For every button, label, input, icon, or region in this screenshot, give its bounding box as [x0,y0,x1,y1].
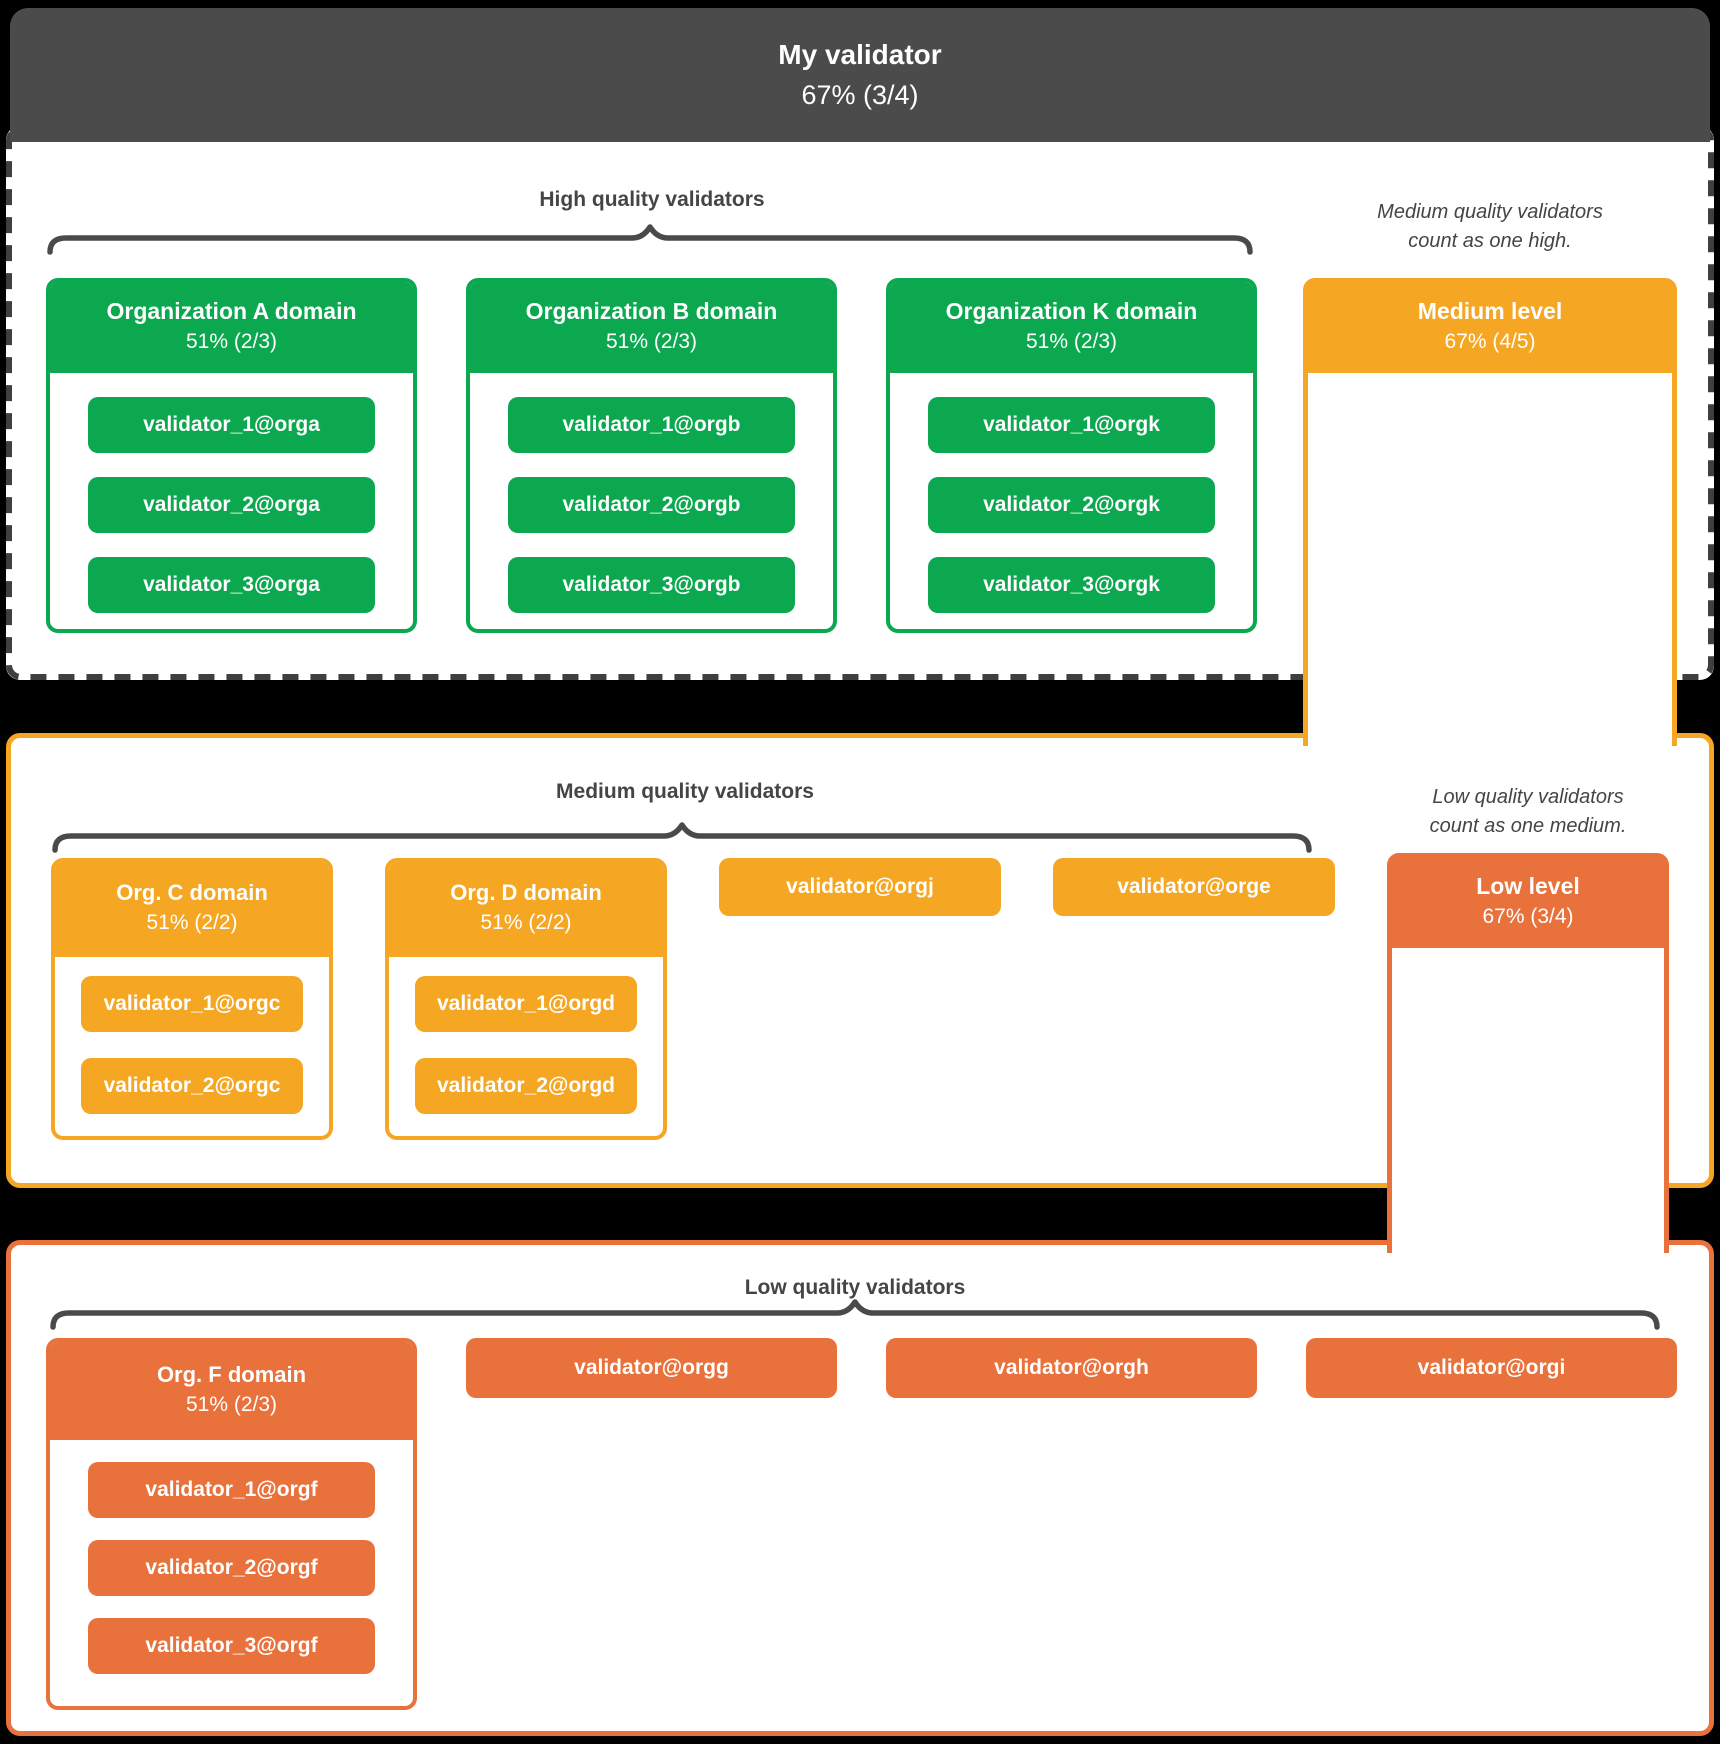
org-b-body: validator_1@orgb validator_2@orgb valida… [470,373,833,629]
low-counts-note: Low quality validators count as one medi… [1333,783,1720,841]
medium-level-title: Medium level [1417,297,1563,324]
org-d-name: Org. D domain [450,880,602,905]
org-c-header: Org. C domain 51% (2/2) [55,862,329,957]
medium-brace [52,822,1312,853]
validator-node: validator_1@orga [88,397,375,453]
low-brace [50,1299,1660,1330]
medium-level-quorum: 67% (4/5) [1444,329,1536,353]
org-f-name: Org. F domain [156,1361,307,1387]
note-line: Medium quality validators [1377,201,1603,223]
note-line: count as one medium. [1429,815,1627,837]
validator-node: validator_1@orgf [88,1462,375,1518]
org-k-card: Organization K domain 51% (2/3) validato… [886,278,1257,633]
my-validator-title: My validator [778,39,942,70]
low-level-connector: Low level 67% (3/4) [1387,853,1669,1253]
medium-level-connector: Medium level 67% (4/5) [1303,278,1677,746]
org-a-name: Organization A domain [106,297,357,324]
org-k-body: validator_1@orgk validator_2@orgk valida… [890,373,1253,629]
org-b-quorum: 51% (2/3) [605,329,698,353]
validator-orgj: validator@orgj [719,858,1001,916]
validator-node: validator_2@orga [88,477,375,533]
validator-orgi: validator@orgi [1306,1338,1677,1398]
medium-section-title: Medium quality validators [556,780,814,803]
note-line: count as one high. [1408,230,1572,252]
validator-node: validator_2@orgf [88,1540,375,1596]
low-level-quorum: 67% (3/4) [1482,904,1574,928]
high-brace [47,224,1253,255]
org-d-header: Org. D domain 51% (2/2) [389,862,663,957]
org-a-card: Organization A domain 51% (2/3) validato… [46,278,417,633]
validator-orge: validator@orge [1053,858,1335,916]
validator-node: validator_1@orgd [415,976,637,1032]
org-a-quorum: 51% (2/3) [185,329,278,353]
validator-node: validator_2@orgc [81,1058,303,1114]
note-line: Low quality validators [1432,786,1624,808]
org-c-name: Org. C domain [116,880,268,905]
validator-node: validator_3@orga [88,557,375,613]
low-section-title: Low quality validators [744,1276,966,1299]
org-c-quorum: 51% (2/2) [146,911,238,934]
org-f-card: Org. F domain 51% (2/3) validator_1@orgf… [46,1338,417,1710]
org-a-header: Organization A domain 51% (2/3) [50,282,413,373]
org-d-body: validator_1@orgd validator_2@orgd [389,957,663,1136]
validator-orgg: validator@orgg [466,1338,837,1398]
medium-level-column [1303,373,1677,746]
my-validator-header: My validator 67% (3/4) [10,8,1710,142]
validator-node: validator_3@orgb [508,557,795,613]
validator-node: validator_2@orgd [415,1058,637,1114]
medium-counts-note: Medium quality validators count as one h… [1295,198,1685,256]
org-k-name: Organization K domain [945,297,1198,324]
low-level-column [1387,948,1669,1253]
high-section-title: High quality validators [539,188,765,211]
org-d-card: Org. D domain 51% (2/2) validator_1@orgd… [385,858,667,1140]
validator-node: validator_2@orgk [928,477,1215,533]
low-level-header: Low level 67% (3/4) [1387,853,1669,948]
org-c-card: Org. C domain 51% (2/2) validator_1@orgc… [51,858,333,1140]
my-validator-quorum: 67% (3/4) [801,80,919,110]
validator-node: validator_3@orgk [928,557,1215,613]
org-k-header: Organization K domain 51% (2/3) [890,282,1253,373]
low-level-title: Low level [1476,872,1580,899]
org-b-card: Organization B domain 51% (2/3) validato… [466,278,837,633]
validator-node: validator_2@orgb [508,477,795,533]
validator-node: validator_1@orgk [928,397,1215,453]
validator-orgh: validator@orgh [886,1338,1257,1398]
org-f-quorum: 51% (2/3) [185,1392,278,1416]
validator-node: validator_3@orgf [88,1618,375,1674]
validator-node: validator_1@orgc [81,976,303,1032]
org-c-body: validator_1@orgc validator_2@orgc [55,957,329,1136]
medium-level-header: Medium level 67% (4/5) [1303,278,1677,373]
org-d-quorum: 51% (2/2) [480,911,572,934]
org-k-quorum: 51% (2/3) [1025,329,1118,353]
org-f-body: validator_1@orgf validator_2@orgf valida… [50,1440,413,1706]
validator-node: validator_1@orgb [508,397,795,453]
org-a-body: validator_1@orga validator_2@orga valida… [50,373,413,629]
org-b-header: Organization B domain 51% (2/3) [470,282,833,373]
org-f-header: Org. F domain 51% (2/3) [50,1342,413,1440]
org-b-name: Organization B domain [525,297,778,324]
